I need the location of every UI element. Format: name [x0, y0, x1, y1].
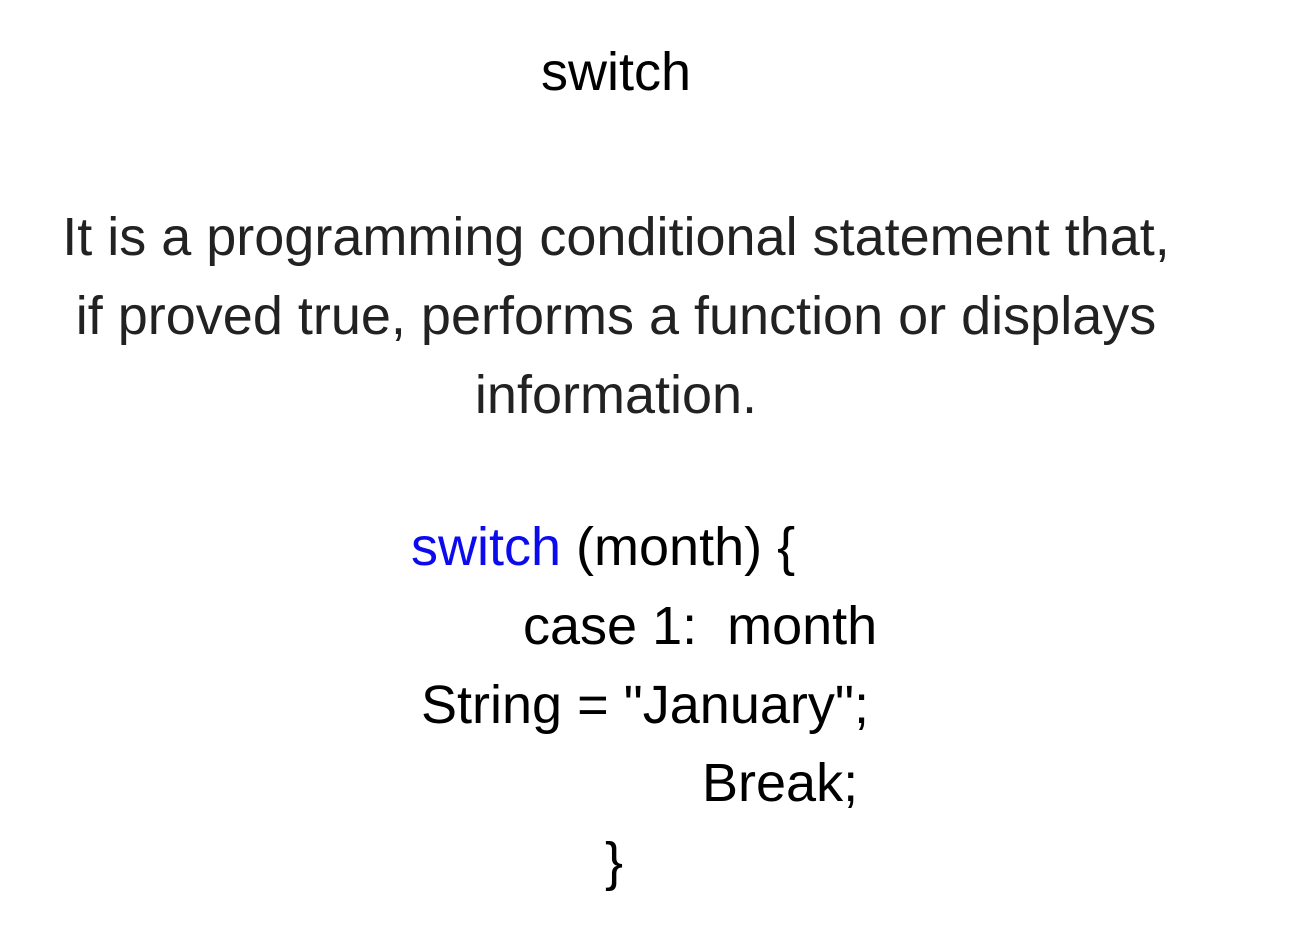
code-line-break: Break; [702, 753, 859, 813]
code-line-case: case 1: month [523, 596, 878, 656]
switch-keyword: switch [411, 517, 562, 577]
code-line-assignment: String = "January"; [421, 675, 870, 735]
slide-title: switch [540, 42, 692, 102]
code-line-switch: switch (month) { [411, 515, 795, 579]
definition-text: It is a programming conditional statemen… [62, 207, 1170, 425]
switch-expression: (month) { [561, 517, 796, 577]
code-line-closing-brace: } [605, 832, 624, 892]
